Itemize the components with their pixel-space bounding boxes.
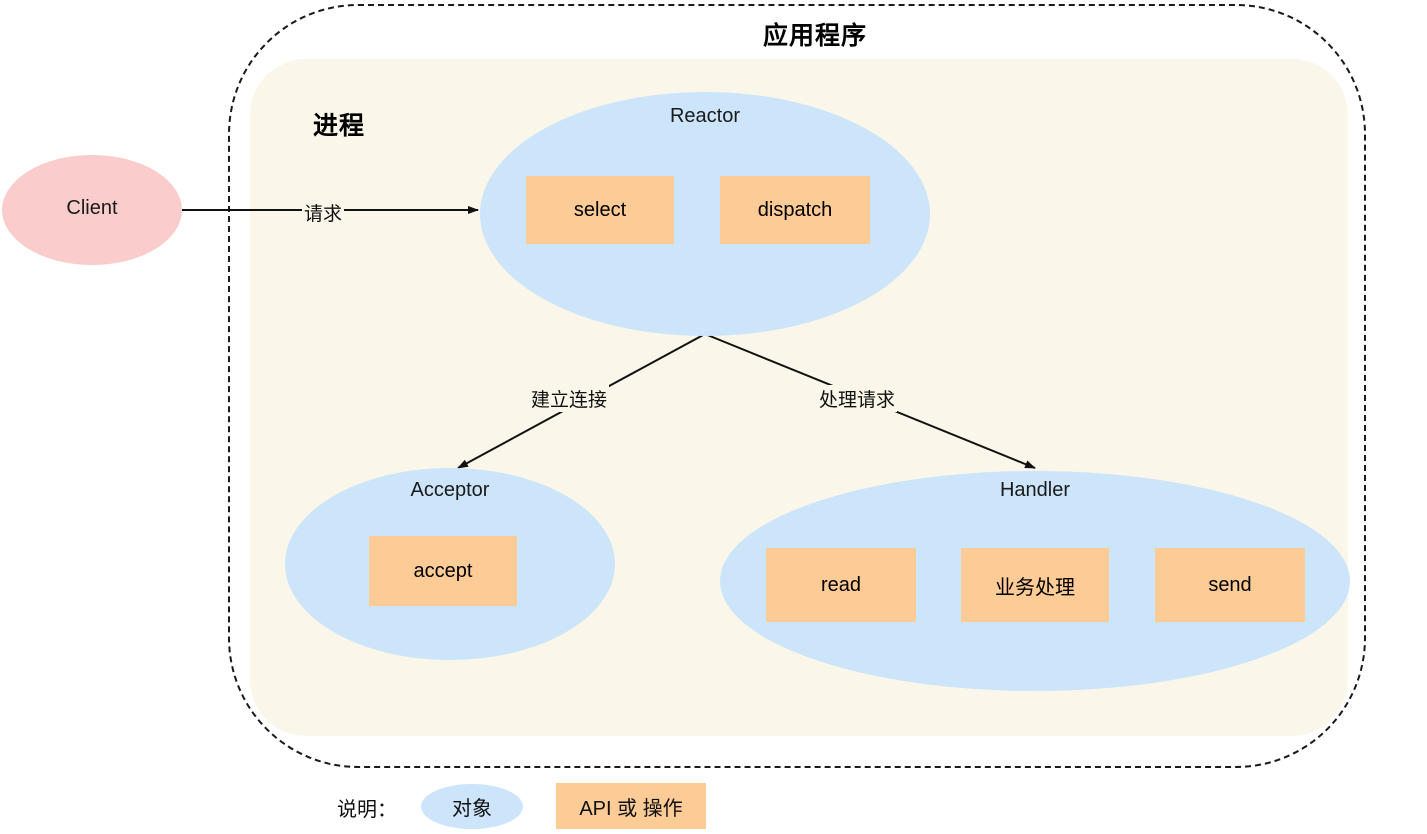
- edge-label-handle-request: 处理请求: [817, 385, 898, 412]
- operation-send[interactable]: send: [1155, 548, 1305, 622]
- client-node[interactable]: Client: [2, 155, 182, 265]
- client-label: Client: [66, 197, 118, 219]
- handler-label: Handler: [999, 479, 1071, 501]
- edge-label-establish-connection: 建立连接: [529, 385, 610, 412]
- reactor-label: Reactor: [669, 105, 741, 127]
- legend-operation-swatch: API 或 操作: [556, 783, 706, 829]
- operation-dispatch[interactable]: dispatch: [720, 176, 870, 244]
- process-label: 进程: [313, 112, 366, 140]
- operation-read[interactable]: read: [766, 548, 916, 622]
- operation-select[interactable]: select: [526, 176, 674, 244]
- application-title: 应用程序: [762, 22, 867, 50]
- acceptor-label: Acceptor: [410, 479, 490, 501]
- application-boundary: [228, 4, 1366, 768]
- edge-label-request: 请求: [302, 199, 345, 226]
- legend-caption: 说明：: [337, 799, 397, 821]
- operation-accept[interactable]: accept: [369, 536, 517, 606]
- operation-business-process[interactable]: 业务处理: [961, 548, 1109, 622]
- legend-object-swatch: 对象: [421, 784, 523, 829]
